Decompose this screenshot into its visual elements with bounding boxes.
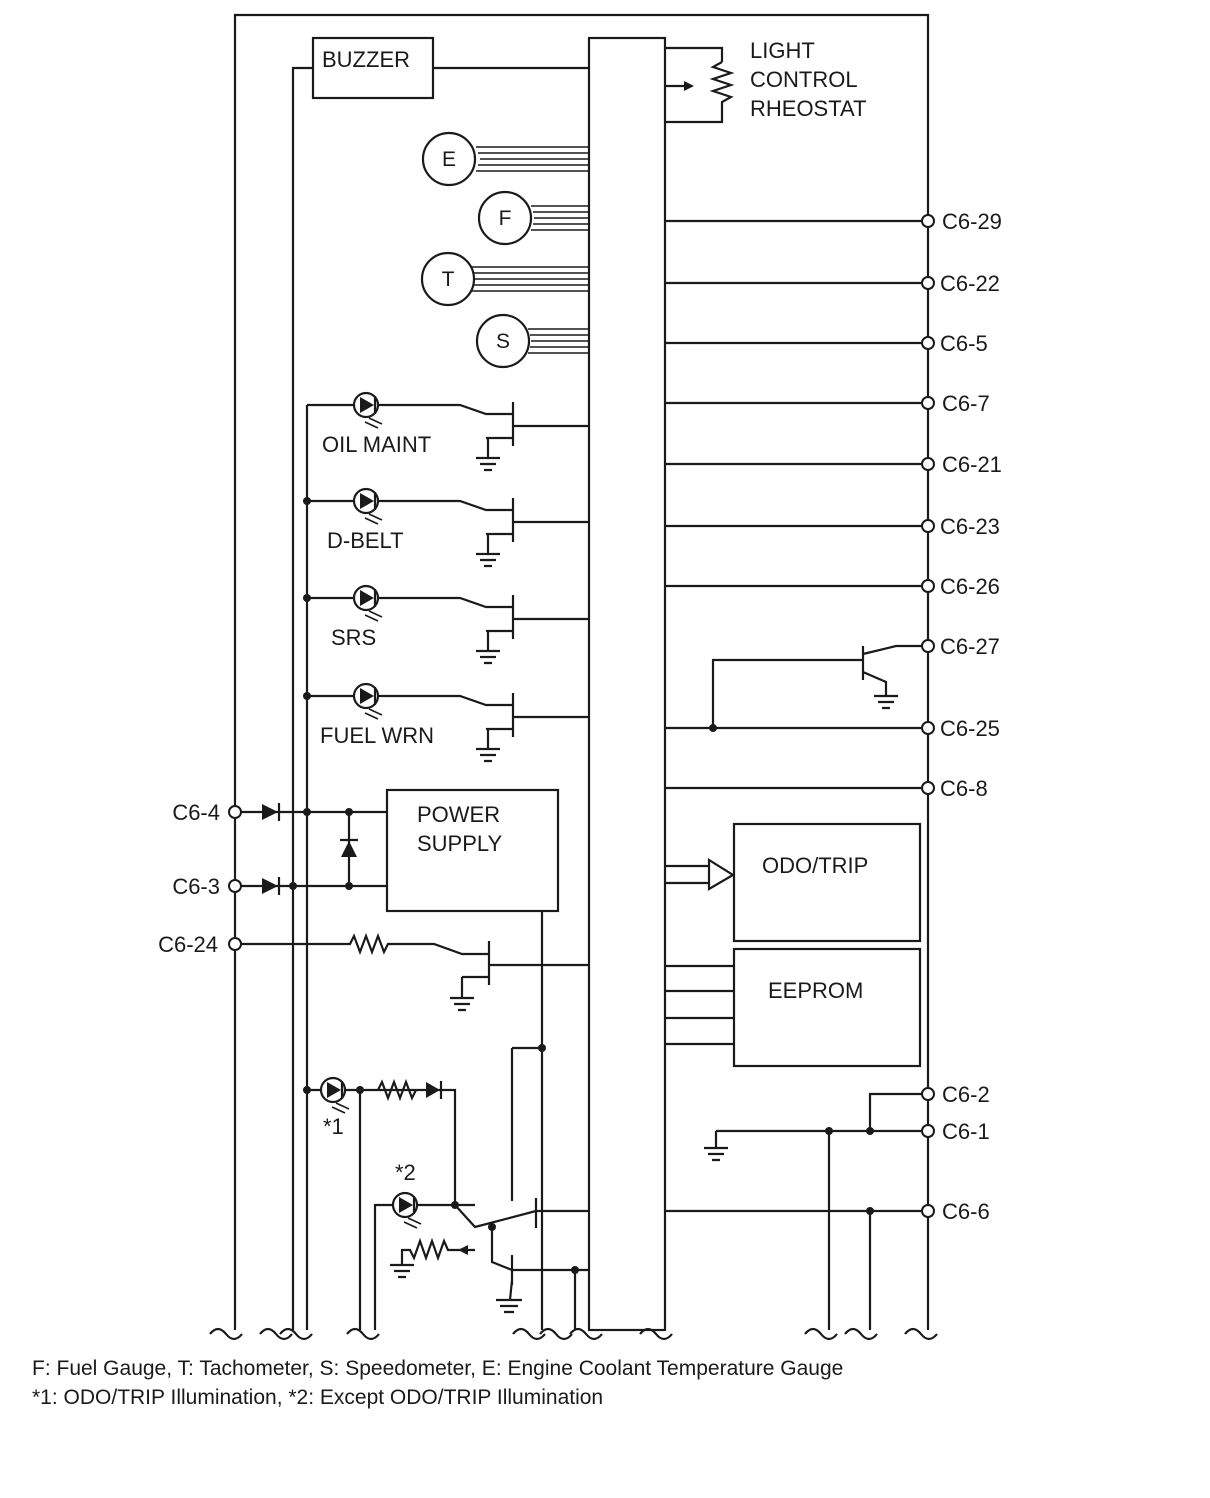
terminal-label: C6-4 (172, 800, 220, 825)
led-icon (352, 487, 383, 525)
illumination-odo-trip: *1 (303, 1076, 443, 1139)
gauge-s-label: S (496, 330, 510, 353)
gauge-f-label: F (499, 207, 512, 230)
power-supply-label-line1: POWER (417, 802, 500, 827)
terminal-c6-7: C6-7 (921, 391, 990, 416)
terminal-label: C6-23 (940, 514, 1000, 539)
light-control-rheostat-label: LIGHT CONTROL RHEOSTAT (750, 38, 867, 121)
terminal-label: C6-26 (940, 574, 1000, 599)
illumination-label-1: *1 (323, 1114, 344, 1139)
power-supply-block: POWER SUPPLY (417, 802, 503, 856)
terminal-c6-24: C6-24 (158, 932, 242, 957)
rheostat-label-line1: LIGHT (750, 38, 815, 63)
buzzer-label: BUZZER (322, 47, 410, 72)
terminal-c6-6: C6-6 (921, 1199, 990, 1224)
terminal-c6-27: C6-27 (921, 634, 1000, 659)
illumination-except-odo-trip: *2 (391, 1044, 579, 1274)
junction-dots (709, 724, 874, 1215)
indicator-oil-maint: OIL MAINT (322, 391, 431, 457)
terminal-label: C6-24 (158, 932, 218, 957)
gauge-t-label: T (442, 268, 455, 291)
terminal-label: C6-3 (172, 874, 220, 899)
terminal-label: C6-22 (940, 271, 1000, 296)
terminal-label: C6-27 (940, 634, 1000, 659)
terminal-label: C6-7 (942, 391, 990, 416)
eeprom-label: EEPROM (768, 978, 863, 1003)
terminal-c6-29: C6-29 (921, 209, 1002, 234)
led-icon (319, 1076, 350, 1114)
terminal-c6-22: C6-22 (921, 271, 1000, 296)
indicator-srs: SRS (303, 584, 383, 650)
terminal-c6-1: C6-1 (921, 1119, 990, 1144)
terminal-label: C6-29 (942, 209, 1002, 234)
led-icon (391, 1191, 422, 1229)
terminal-c6-25: C6-25 (921, 716, 1000, 741)
terminal-label: C6-25 (940, 716, 1000, 741)
led-icon (352, 391, 383, 429)
srs-label: SRS (331, 625, 376, 650)
terminal-label: C6-5 (940, 331, 988, 356)
terminal-label: C6-1 (942, 1119, 990, 1144)
terminal-c6-4: C6-4 (172, 800, 242, 825)
wiring (209, 13, 938, 1341)
terminal-label: C6-2 (942, 1082, 990, 1107)
gauge-s: S (475, 313, 531, 369)
right-terminal-list: C6-29 C6-22 C6-5 C6-7 C6-21 C6-23 C6-26 … (921, 209, 1002, 1224)
rheostat-label-line2: CONTROL (750, 67, 858, 92)
left-terminal-list: C6-4 C6-3 C6-24 (158, 800, 242, 957)
terminal-label: C6-6 (942, 1199, 990, 1224)
indicator-d-belt: D-BELT (303, 487, 404, 553)
gauge-e-label: E (442, 148, 456, 171)
terminal-label: C6-8 (940, 776, 988, 801)
legend-line-1: F: Fuel Gauge, T: Tachometer, S: Speedom… (32, 1357, 844, 1380)
led-icon (352, 682, 383, 720)
illumination-label-2: *2 (395, 1160, 416, 1185)
oil-maint-label: OIL MAINT (322, 432, 431, 457)
odo-trip-label: ODO/TRIP (762, 853, 868, 878)
gauge-e: E (421, 131, 477, 187)
indicator-fuel-wrn: FUEL WRN (303, 682, 434, 748)
terminal-c6-5: C6-5 (921, 331, 988, 356)
terminal-c6-2: C6-2 (921, 1082, 990, 1107)
legend-line-2: *1: ODO/TRIP Illumination, *2: Except OD… (32, 1386, 604, 1409)
buzzer-block: BUZZER (311, 36, 435, 100)
fuel-wrn-label: FUEL WRN (320, 723, 434, 748)
rheostat-label-line3: RHEOSTAT (750, 96, 867, 121)
led-icon (352, 584, 383, 622)
terminal-c6-23: C6-23 (921, 514, 1000, 539)
terminal-c6-3: C6-3 (172, 874, 242, 899)
terminal-c6-21: C6-21 (921, 452, 1002, 477)
terminal-label: C6-21 (942, 452, 1002, 477)
diodes (262, 803, 358, 895)
terminal-c6-26: C6-26 (921, 574, 1000, 599)
power-supply-label-line2: SUPPLY (417, 831, 503, 856)
d-belt-label: D-BELT (327, 528, 404, 553)
terminal-c6-8: C6-8 (921, 776, 988, 801)
gauge-f: F (477, 190, 533, 246)
gauge-t: T (420, 251, 476, 307)
